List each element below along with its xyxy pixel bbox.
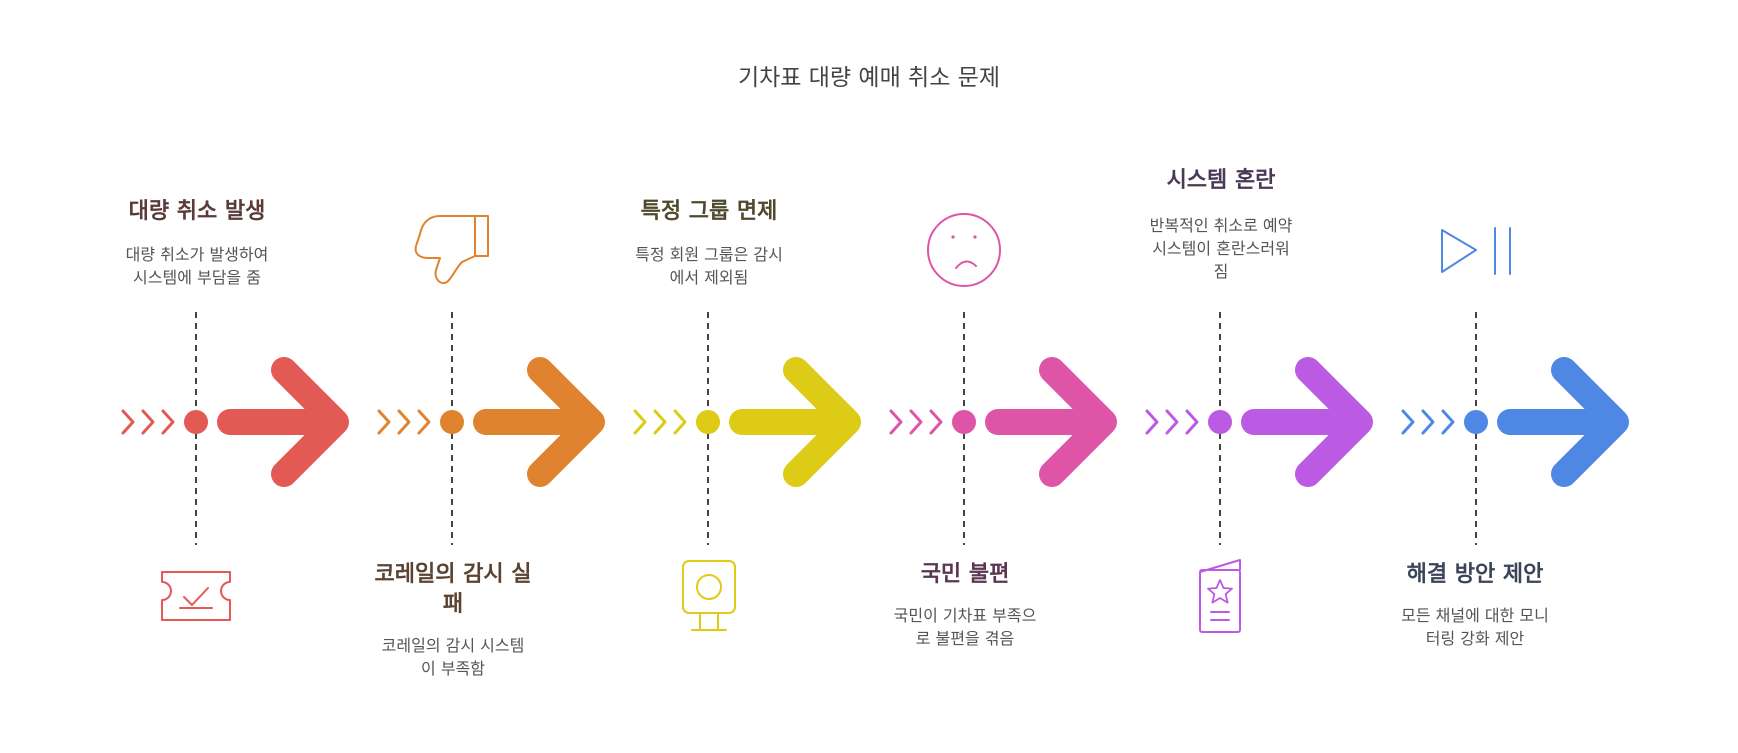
- face-left-eye: [951, 235, 955, 239]
- step-6-marker: [1464, 410, 1488, 434]
- step-4-group: [889, 213, 1117, 545]
- step-4-desc: 국민이 기차표 부족으 로 불편을 겪음: [845, 604, 1085, 650]
- step-5-desc-line-2: 시스템이 혼란스러워: [1152, 239, 1290, 258]
- step-1-chevron-1: [121, 409, 135, 435]
- webcam-lens: [696, 574, 722, 600]
- step-6-group: [1401, 227, 1629, 545]
- step-1-group: [121, 312, 349, 621]
- step-3-chevron-3: [673, 409, 687, 435]
- step-4-marker: [952, 410, 976, 434]
- step-2-chevron-2: [397, 409, 411, 435]
- step-4-chevron-3: [929, 409, 943, 435]
- step-6-arrow: [1497, 357, 1629, 487]
- step-2-desc: 코레일의 감시 시스템 이 부족함: [333, 634, 573, 680]
- step-4-arrow: [985, 357, 1117, 487]
- step-5-chevron-3: [1185, 409, 1199, 435]
- step-5-marker: [1208, 410, 1232, 434]
- step-3-title: 특정 그룹 면제: [640, 199, 778, 224]
- step-3-desc: 특정 회원 그룹은 감시 에서 제외됨: [589, 243, 829, 289]
- step-4-desc-line-1: 국민이 기차표 부족으: [893, 606, 1037, 625]
- ticket-outline: [161, 571, 231, 621]
- step-5-title: 시스템 혼란: [1166, 168, 1276, 193]
- step-5-arrow: [1241, 357, 1373, 487]
- webcam-icon: [682, 560, 736, 631]
- step-3-chevron-1: [633, 409, 647, 435]
- step-2-title-line-1: 코레일의 감시 실: [374, 562, 532, 587]
- step-6-desc-line-2: 터링 강화 제안: [1425, 629, 1525, 648]
- thumbs-down-hand: [414, 215, 476, 284]
- step-4-desc-line-2: 로 불편을 겪음: [915, 629, 1015, 648]
- step-3-chevron-2: [653, 409, 667, 435]
- card-body: [1199, 569, 1241, 633]
- step-1-chevron-2: [141, 409, 155, 435]
- step-6-desc: 모든 채널에 대한 모니 터링 강화 제안: [1355, 604, 1595, 650]
- thumbs-down-cuff: [475, 215, 489, 257]
- step-4-title: 국민 불편: [920, 562, 1010, 587]
- step-6-chevron-1: [1401, 409, 1415, 435]
- face-outline: [927, 213, 1001, 287]
- step-5-desc-line-3: 짐: [1213, 262, 1229, 281]
- card-tab: [1199, 559, 1241, 573]
- step-2-desc-line-1: 코레일의 감시 시스템: [381, 636, 525, 655]
- step-3-desc-line-2: 에서 제외됨: [669, 268, 749, 287]
- check-mark: [183, 587, 209, 606]
- step-3-group: [633, 312, 861, 631]
- step-4-chevron-1: [889, 409, 903, 435]
- step-5-group: [1145, 312, 1373, 633]
- thumbs-down-icon: [414, 215, 489, 284]
- face-mouth: [955, 260, 977, 269]
- card-star: [1207, 579, 1233, 604]
- step-1-desc-line-1: 대량 취소가 발생하여: [125, 245, 269, 264]
- step-2-chevron-3: [417, 409, 431, 435]
- step-6-chevron-3: [1441, 409, 1455, 435]
- step-1-marker: [184, 410, 208, 434]
- star-card-icon: [1199, 559, 1241, 633]
- step-2-arrow: [473, 357, 605, 487]
- step-6-chevron-2: [1421, 409, 1435, 435]
- step-4-chevron-2: [909, 409, 923, 435]
- face-right-eye: [973, 235, 977, 239]
- step-2-chevron-1: [377, 409, 391, 435]
- diagram-title: 기차표 대량 예매 취소 문제: [737, 65, 1000, 91]
- step-2-group: [377, 215, 605, 545]
- step-6-title: 해결 방안 제안: [1406, 562, 1544, 587]
- step-1-desc-line-2: 시스템에 부담을 줌: [133, 268, 261, 287]
- step-5-desc: 반복적인 취소로 예약 시스템이 혼란스러워 짐: [1101, 214, 1341, 283]
- step-2-title-line-2: 패: [442, 592, 464, 617]
- step-1-chevron-3: [161, 409, 175, 435]
- frown-face-icon: [927, 213, 1001, 287]
- step-6-desc-line-1: 모든 채널에 대한 모니: [1401, 606, 1549, 625]
- step-3-desc-line-1: 특정 회원 그룹은 감시: [635, 245, 783, 264]
- step-1-title: 대량 취소 발생: [128, 199, 266, 224]
- step-3-marker: [696, 410, 720, 434]
- play-triangle: [1441, 229, 1477, 273]
- step-5-chevron-1: [1145, 409, 1159, 435]
- step-5-chevron-2: [1165, 409, 1179, 435]
- step-5-desc-line-1: 반복적인 취소로 예약: [1149, 216, 1293, 235]
- step-3-arrow: [729, 357, 861, 487]
- ticket-check-icon: [161, 571, 231, 621]
- step-2-title: 코레일의 감시 실 패: [323, 560, 583, 620]
- step-1-desc: 대량 취소가 발생하여 시스템에 부담을 줌: [77, 243, 317, 289]
- play-pause-icon: [1441, 227, 1511, 275]
- step-2-desc-line-2: 이 부족함: [421, 659, 485, 678]
- step-2-marker: [440, 410, 464, 434]
- step-1-arrow: [217, 357, 349, 487]
- webcam-body: [682, 560, 736, 614]
